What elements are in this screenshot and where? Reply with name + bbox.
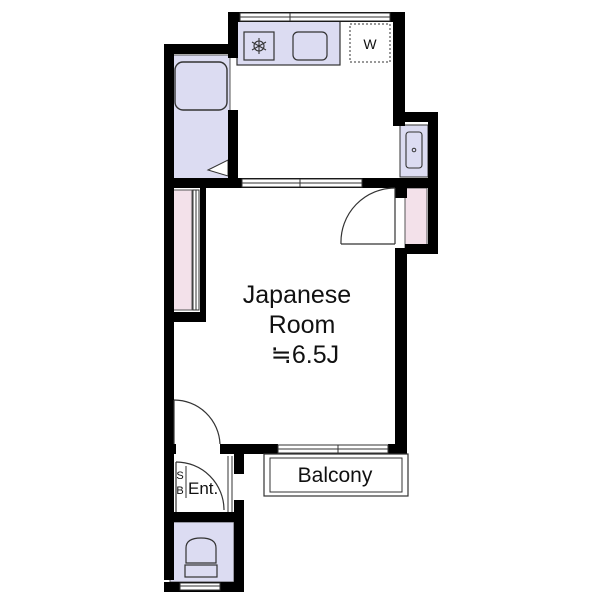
closet-right <box>404 187 428 249</box>
basin-drain-icon <box>411 147 417 153</box>
entrance-label: Ent. <box>188 479 218 498</box>
burner-icon <box>251 38 267 54</box>
door-toilet-swing <box>175 461 225 512</box>
sink-icon <box>292 31 328 61</box>
closet-left <box>171 189 193 311</box>
door-kitchen-swing <box>340 187 396 245</box>
toilet-icon <box>184 537 218 578</box>
toilet-window <box>179 582 221 591</box>
washer-label: W <box>363 36 377 52</box>
bathtub-icon <box>174 61 228 111</box>
room-size: ≒6.5J <box>271 341 339 369</box>
room-name-line2: Room <box>269 311 336 339</box>
window-kitchen-top <box>239 12 391 22</box>
wash-basin-icon <box>405 131 423 169</box>
balcony-outline <box>263 453 409 497</box>
door-entrance-swing <box>173 399 221 445</box>
washer-space <box>349 23 391 63</box>
shoe-box-label-top: S <box>176 470 183 482</box>
closet-sliding-door <box>192 189 200 311</box>
room-name-line1: Japanese <box>243 281 351 309</box>
entrance-frame <box>227 456 233 512</box>
window-balcony <box>277 444 389 454</box>
balcony-inner-line <box>269 457 403 493</box>
shoe-box-label-bottom: B <box>176 485 183 497</box>
sliding-door-kitchen <box>241 178 363 188</box>
balcony-label: Balcony <box>298 464 373 487</box>
